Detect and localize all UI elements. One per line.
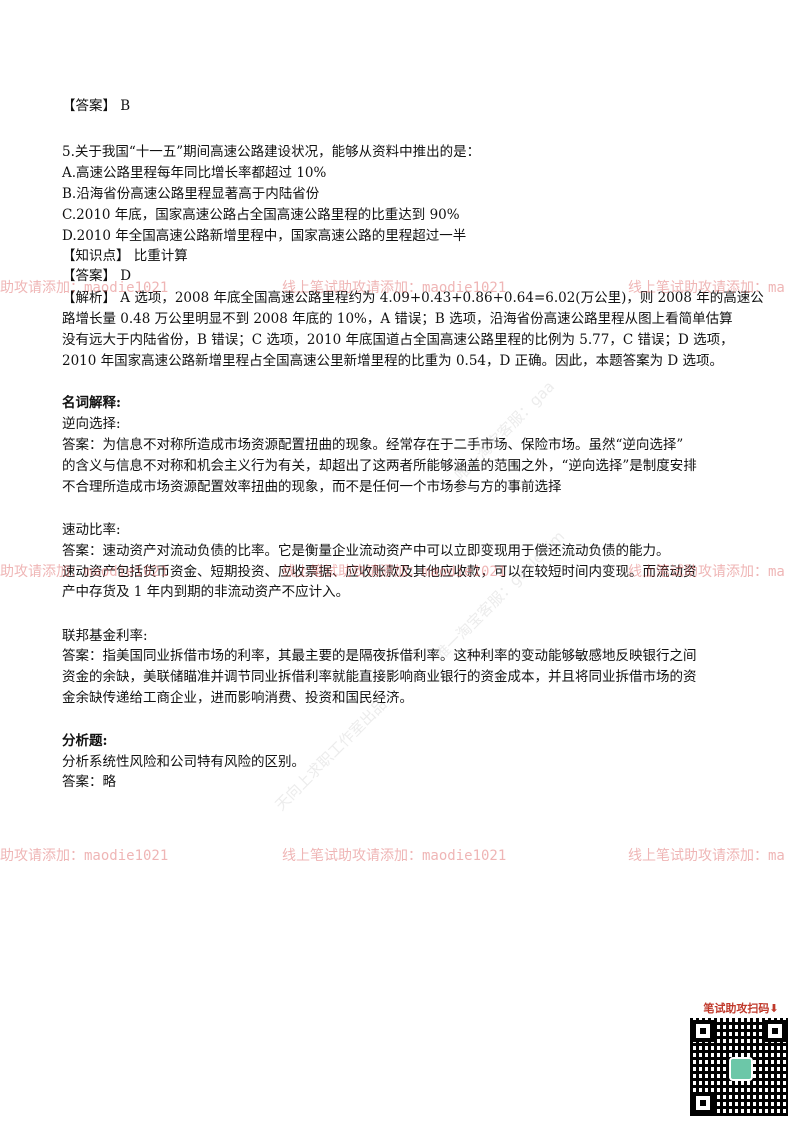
term-3-line-1: 答案：指美国同业拆借市场的利率，其最主要的是隔夜拆借利率。这种利率的变动能够敏感… [62, 648, 697, 664]
qr-title: 笔试助攻扫码⬇ [703, 1002, 779, 1015]
term-1-line-3: 不合理所造成市场资源配置效率扭曲的现象，而不是任何一个市场参与方的事前选择 [62, 479, 562, 495]
watermark-right-1: 线上笔试助攻请添加：ma [628, 280, 785, 296]
terms-heading: 名词解释: [62, 395, 121, 411]
term-2-line-1: 答案：速动资产对流动负债的比率。它是衡量企业流动资产中可以立即变现用于偿还流动负… [62, 543, 670, 559]
option-d: D.2010 年全国高速公路新增里程中，国家高速公路的里程超过一半 [62, 228, 467, 244]
analysis-answer: 答案：略 [62, 774, 116, 790]
watermark-left-3: 助攻请添加：maodie1021 [0, 848, 169, 864]
watermark-center-1: 线上笔试助攻请添加：maodie1021 [282, 280, 507, 296]
knowledge-point: 【知识点】 比重计算 [62, 248, 188, 264]
term-2-line-2: 速动资产包括货币资金、短期投资、应收票据、应收账款及其他应收款，可以在较短时间内… [62, 564, 697, 580]
option-c: C.2010 年底，国家高速公路占全国高速公路里程的比重达到 90% [62, 207, 460, 223]
analysis-line-3: 没有远大于内陆省份，B 错误；C 选项，2010 年底国道占全国高速公路里程的比… [62, 332, 734, 348]
term-3-title: 联邦基金利率: [62, 628, 148, 644]
analysis-line-4: 2010 年国家高速公路新增里程占全国高速公里新增里程的比重为 0.54，D 正… [62, 353, 724, 369]
option-a: A.高速公路里程每年同比增长率都超过 10% [62, 165, 327, 181]
analysis-line-2: 路增长量 0.48 万公里明显不到 2008 年底的 10%，A 错误；B 选项… [62, 311, 733, 327]
previous-answer: 【答案】 B [62, 98, 131, 114]
question-5-stem: 5.关于我国“十一五”期间高速公路建设状况，能够从资料中推出的是： [62, 144, 481, 160]
term-1-line-2: 的含义与信息不对称和机会主义行为有关，却超出了这两者所能够涵盖的范围之外，“逆向… [62, 458, 697, 474]
term-3-line-2: 资金的余缺，美联储瞄准并调节同业拆借利率就能直接影响商业银行的资金成本，并且将同… [62, 669, 697, 685]
analysis-line-1: 【解析】 A 选项，2008 年底全国高速公路里程约为 4.09+0.43+0.… [62, 290, 764, 306]
qr-code-icon[interactable] [690, 1018, 788, 1116]
watermark-left-1: 助攻请添加：maodie1021 [0, 280, 169, 296]
analysis-question: 分析系统性风险和公司特有风险的区别。 [62, 754, 305, 770]
watermark-center-2: 线上笔试助攻请添加：maodie1021 [282, 564, 507, 580]
option-b: B.沿海省份高速公路里程显著高于内陆省份 [62, 186, 320, 202]
watermark-right-3: 线上笔试助攻请添加：ma [628, 848, 785, 864]
term-2-line-3: 产中存货及 1 年内到期的非流动资产不应计入。 [62, 584, 350, 600]
qr-finder-top-right [764, 1020, 786, 1042]
term-3-line-3: 金余缺传递给工商企业，进而影响消费、投资和国民经济。 [62, 690, 413, 706]
question-5-answer: 【答案】 D [62, 268, 132, 284]
term-1-title: 逆向选择: [62, 416, 121, 432]
watermark-center-3: 线上笔试助攻请添加：maodie1021 [282, 848, 507, 864]
term-1-line-1: 答案：为信息不对称所造成市场资源配置扭曲的现象。经常存在于二手市场、保险市场。虽… [62, 437, 684, 453]
watermark-right-2: 线上笔试助攻请添加：ma [628, 564, 785, 580]
analysis-heading: 分析题: [62, 733, 108, 749]
qr-finder-bottom-left [692, 1092, 714, 1114]
qr-block: 笔试助攻扫码⬇ [690, 1000, 792, 1116]
watermark-left-2: 助攻请添加：maodie1021 [0, 564, 169, 580]
term-2-title: 速动比率: [62, 522, 121, 538]
qr-logo-icon [729, 1057, 753, 1081]
qr-finder-top-left [692, 1020, 714, 1042]
